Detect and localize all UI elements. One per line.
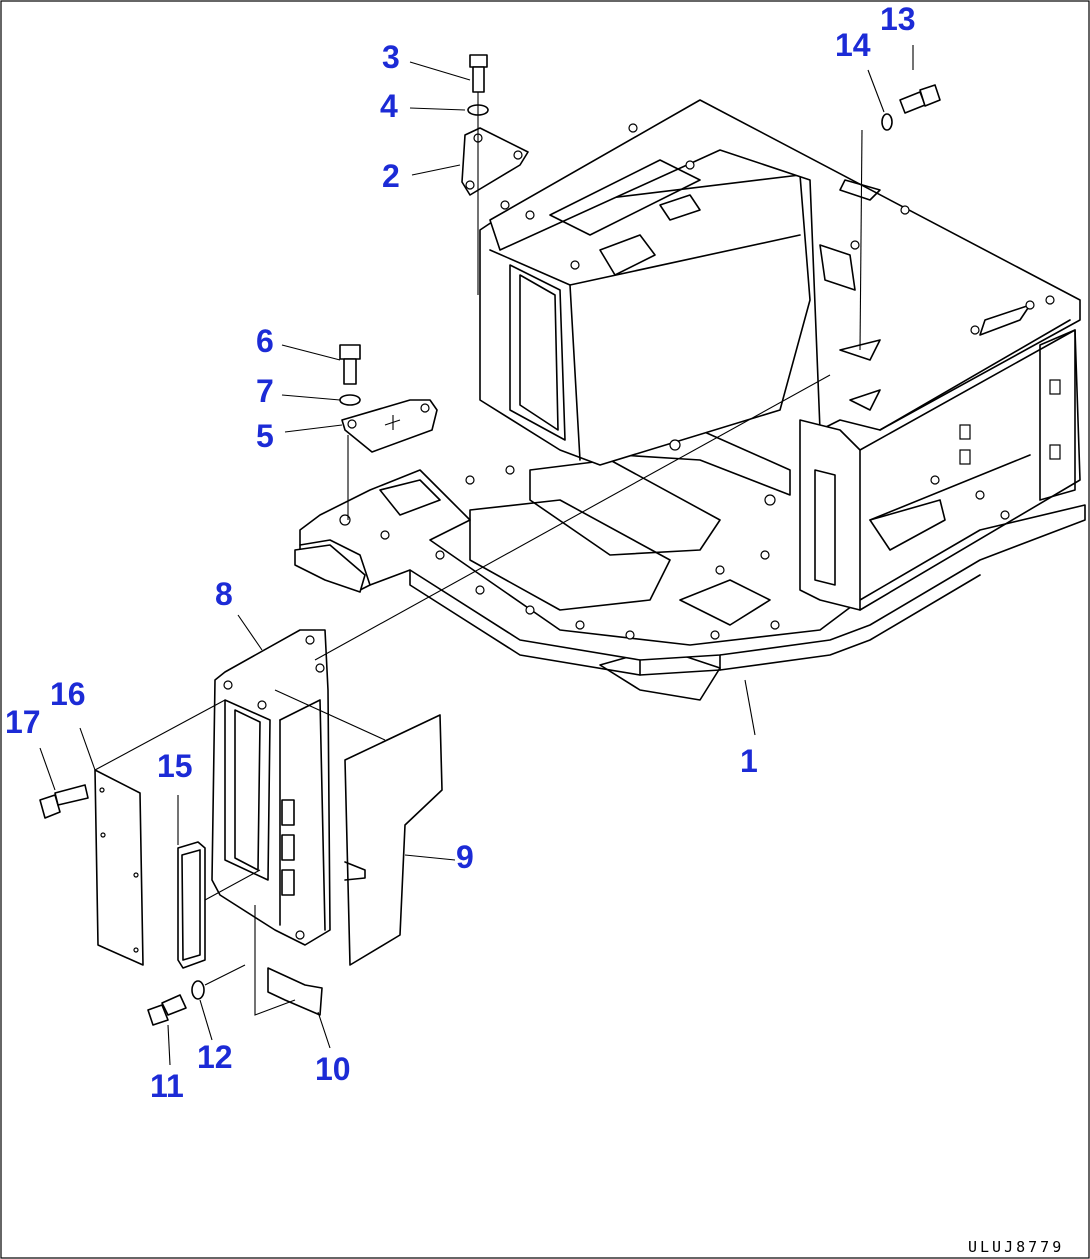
part-9-cover bbox=[344, 714, 443, 966]
callout-13: 13 bbox=[880, 1, 916, 37]
part-11-bolt bbox=[147, 994, 187, 1026]
callout-12: 12 bbox=[197, 1039, 233, 1075]
part-16-cover-plate bbox=[94, 769, 144, 966]
callout-5: 5 bbox=[256, 418, 274, 454]
part-5-plate bbox=[341, 399, 438, 453]
callout-4: 4 bbox=[380, 88, 398, 124]
callout-6: 6 bbox=[256, 323, 274, 359]
callout-1: 1 bbox=[740, 743, 758, 779]
callout-8: 8 bbox=[215, 576, 233, 612]
part-1-floor-frame bbox=[294, 99, 1086, 701]
leader-lines bbox=[39, 45, 914, 1066]
callout-11: 11 bbox=[150, 1068, 184, 1104]
callout-9: 9 bbox=[456, 839, 474, 875]
callout-14: 14 bbox=[835, 27, 871, 63]
callout-16: 16 bbox=[50, 676, 86, 712]
floor-holes bbox=[339, 450, 1010, 640]
callout-2: 2 bbox=[382, 158, 400, 194]
part-2-bracket bbox=[461, 127, 529, 196]
part-10-pad bbox=[267, 967, 323, 1016]
part-7-washer bbox=[339, 394, 361, 406]
part-3-bolt bbox=[469, 54, 488, 93]
part-8-housing bbox=[211, 629, 331, 946]
part-17-bolt bbox=[39, 784, 89, 819]
callout-7: 7 bbox=[256, 373, 274, 409]
part-13-bolt bbox=[899, 84, 941, 114]
drawing-code: ULUJ8779 bbox=[968, 1238, 1064, 1256]
callout-10: 10 bbox=[315, 1051, 351, 1087]
part-12-washer bbox=[191, 980, 205, 1000]
part-14-washer bbox=[881, 113, 893, 131]
callout-3: 3 bbox=[382, 39, 400, 75]
callout-15: 15 bbox=[157, 748, 193, 784]
callout-labels: 1 2 3 4 5 6 7 8 9 10 11 12 13 14 15 16 1… bbox=[5, 1, 916, 1104]
part-15-panel bbox=[177, 841, 206, 969]
part-6-bolt bbox=[339, 344, 361, 385]
callout-17: 17 bbox=[5, 704, 41, 740]
